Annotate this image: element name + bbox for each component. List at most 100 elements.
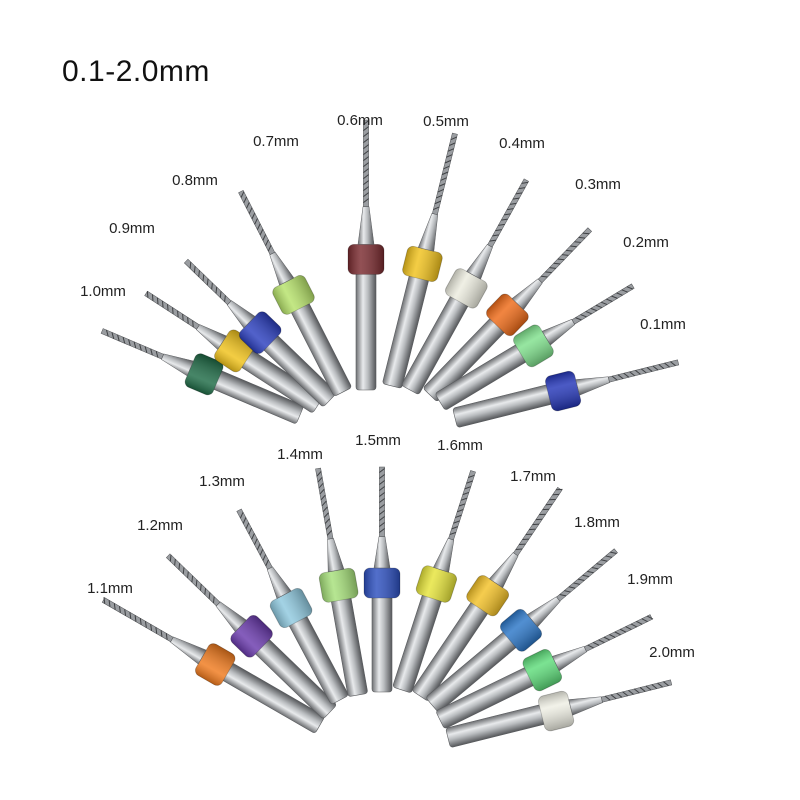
bit-spiral-mark xyxy=(570,245,577,248)
bit-flute xyxy=(238,190,276,255)
bit-spiral-mark xyxy=(379,474,385,479)
bit-spiral-mark xyxy=(256,543,261,551)
bit-spiral-mark xyxy=(134,615,137,622)
bit-spiral-mark xyxy=(582,232,590,235)
bit-spiral-mark xyxy=(564,590,571,593)
bit-spiral-mark xyxy=(610,551,617,554)
bit-spiral-mark xyxy=(535,518,543,521)
bit-collar-shade xyxy=(402,246,443,282)
bit-spiral-mark xyxy=(449,142,456,146)
bit-spiral-mark xyxy=(262,554,267,561)
bit-spiral-mark xyxy=(611,375,618,381)
bit-spiral-mark xyxy=(604,695,611,701)
size-label-0-1mm: 0.1mm xyxy=(640,316,686,333)
bit-spiral-mark xyxy=(379,480,385,485)
bit-spiral-mark xyxy=(629,371,636,377)
bit-spiral-mark xyxy=(318,482,324,489)
bit-taper xyxy=(327,538,345,573)
bit-spiral-mark xyxy=(622,691,629,697)
bit-spiral-mark xyxy=(557,258,565,261)
bit-spiral-mark xyxy=(545,503,553,506)
bit-spiral-mark xyxy=(633,688,640,694)
top-fan-bit-7 xyxy=(402,178,529,395)
bit-spiral-mark xyxy=(670,361,676,367)
bit-spiral-mark xyxy=(245,522,250,529)
bit-spiral-mark xyxy=(447,148,455,152)
bit-spiral-mark xyxy=(319,488,325,495)
bit-spiral-mark xyxy=(324,518,330,524)
size-label-1-9mm: 1.9mm xyxy=(627,571,673,588)
bit-spiral-mark xyxy=(658,364,665,369)
bit-spiral-mark xyxy=(204,588,207,595)
bit-spiral-mark xyxy=(193,266,196,273)
top-fan-bit-8 xyxy=(423,227,592,402)
bit-spiral-mark xyxy=(559,594,567,597)
bit-spiral-mark xyxy=(440,177,447,181)
bit-shank xyxy=(355,260,377,391)
bottom-fan-bit-10 xyxy=(445,679,673,748)
bit-spiral-mark xyxy=(587,570,594,574)
size-label-1-8mm: 1.8mm xyxy=(574,514,620,531)
bit-spiral-mark xyxy=(549,267,556,269)
bit-collar-shade xyxy=(239,311,282,354)
bottom-fan-bit-8 xyxy=(426,548,618,712)
bit-taper xyxy=(161,353,194,377)
bit-spiral-mark xyxy=(363,186,369,191)
bit-spiral-mark xyxy=(574,241,581,243)
bottom-fan-bit-1 xyxy=(101,597,325,733)
bit-spiral-mark xyxy=(552,493,560,496)
bit-spiral-mark xyxy=(379,468,385,473)
bit-spiral-mark xyxy=(322,506,328,513)
bit-spiral-mark xyxy=(172,307,174,315)
bit-taper xyxy=(357,206,375,245)
bit-spiral-mark xyxy=(466,480,473,484)
bit-taper xyxy=(266,566,292,599)
bit-spiral-mark xyxy=(124,609,127,616)
size-label-1-0mm: 1.0mm xyxy=(80,283,126,300)
bit-spiral-mark xyxy=(606,298,613,302)
bit-collar-shade xyxy=(416,565,457,603)
bit-spiral-mark xyxy=(379,504,385,509)
size-label-1-6mm: 1.6mm xyxy=(437,437,483,454)
bit-spiral-mark xyxy=(495,229,502,232)
bit-spiral-mark xyxy=(265,559,269,567)
bit-spiral-mark xyxy=(518,187,526,190)
bit-spiral-mark xyxy=(451,526,458,530)
bit-spiral-mark xyxy=(568,586,576,589)
bit-spiral-mark xyxy=(254,218,258,225)
bit-spiral-mark xyxy=(240,191,245,198)
bit-spiral-mark xyxy=(645,685,652,691)
bit-spiral-mark xyxy=(323,512,329,518)
bit-spiral-mark xyxy=(267,244,272,252)
bit-spiral-mark xyxy=(363,156,369,161)
bit-spiral-mark xyxy=(582,574,590,578)
top-fan-bit-4 xyxy=(238,190,352,396)
bit-collar-shade xyxy=(445,268,488,309)
bit-spiral-mark xyxy=(379,498,385,503)
bit-spiral-mark xyxy=(522,538,529,541)
bit-spiral-mark xyxy=(446,154,453,158)
size-label-0-2mm: 0.2mm xyxy=(623,234,669,251)
bottom-fan-bit-9 xyxy=(436,614,654,729)
bit-spiral-mark xyxy=(549,498,556,501)
bit-spiral-mark xyxy=(498,223,505,226)
size-label-1-2mm: 1.2mm xyxy=(137,517,183,534)
bottom-fan-bit-3 xyxy=(236,508,349,704)
bit-spiral-mark xyxy=(566,249,573,252)
bit-spiral-mark xyxy=(187,317,189,324)
bit-spiral-mark xyxy=(242,517,247,524)
bit-spiral-mark xyxy=(155,351,159,358)
bit-spiral-mark xyxy=(639,687,646,692)
bottom-fan-bit-7 xyxy=(412,486,563,701)
size-range-title: 0.1-2.0mm xyxy=(62,55,210,88)
bit-spiral-mark xyxy=(646,615,654,620)
bottom-fan-bit-6 xyxy=(392,470,476,693)
bit-spiral-mark xyxy=(248,527,253,535)
bit-spiral-mark xyxy=(200,583,202,591)
bit-spiral-mark xyxy=(246,202,250,209)
bit-spiral-mark xyxy=(156,297,159,305)
bit-spiral-mark xyxy=(460,497,468,501)
bit-spiral-mark xyxy=(462,491,470,496)
bit-spiral-mark xyxy=(532,523,540,526)
